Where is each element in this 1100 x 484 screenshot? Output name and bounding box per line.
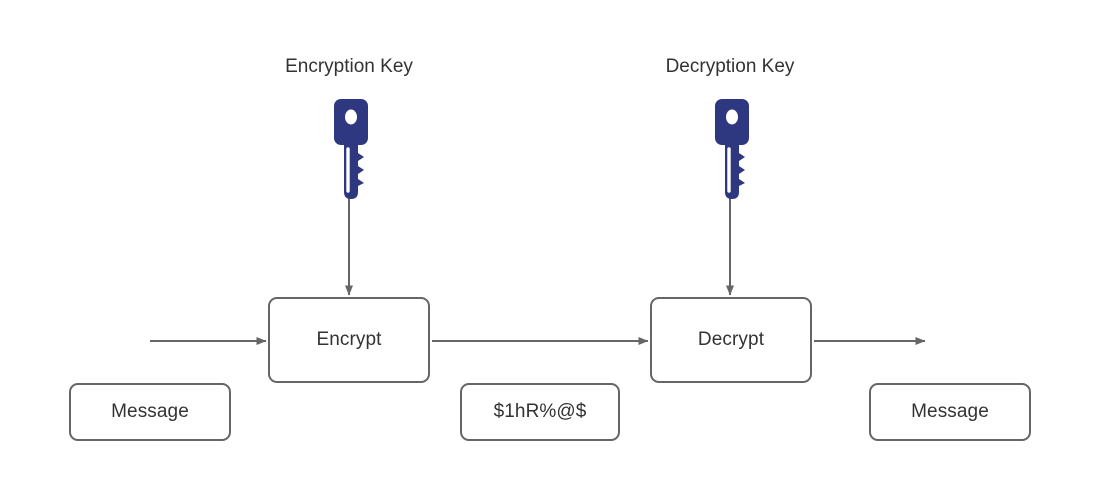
key-icon [715, 99, 749, 199]
message-output-label: Message [911, 401, 989, 422]
decryption-key-icon-wrap [712, 96, 752, 209]
encrypt-box[interactable]: Encrypt [268, 297, 430, 383]
message-input-label: Message [111, 401, 189, 422]
decryption-key-caption: Decryption Key [610, 56, 850, 78]
ciphertext-box[interactable]: $1hR%@$ [460, 383, 620, 441]
key-icon [334, 99, 368, 199]
message-output-box[interactable]: Message [869, 383, 1031, 441]
encryption-key-icon-wrap [331, 96, 371, 209]
message-input-box[interactable]: Message [69, 383, 231, 441]
decrypt-label: Decrypt [697, 329, 765, 350]
encryption-key-label: Encryption Key [285, 56, 413, 77]
encryption-key-caption: Encryption Key [229, 56, 469, 78]
encrypt-label: Encrypt [316, 329, 382, 350]
ciphertext-label: $1hR%@$ [493, 401, 587, 422]
decryption-key-label: Decryption Key [665, 56, 795, 77]
decrypt-box[interactable]: Decrypt [650, 297, 812, 383]
